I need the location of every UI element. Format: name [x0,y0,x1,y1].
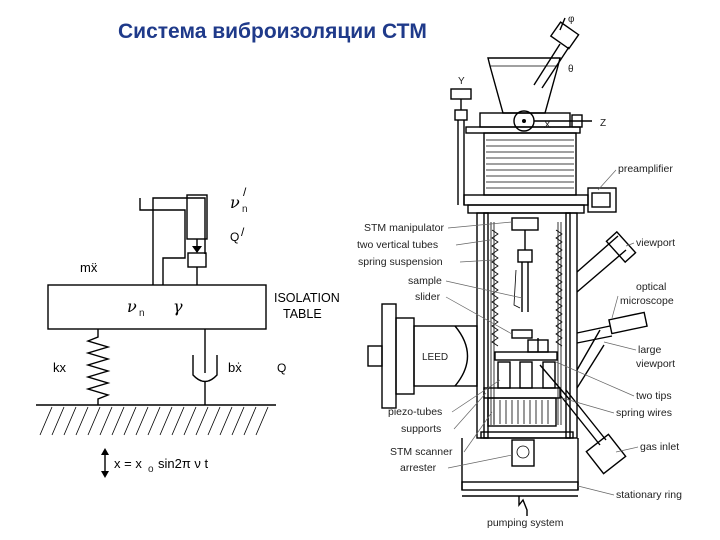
isolation-table-block [47,284,267,330]
callout-preamplifier: preamplifier [618,163,673,175]
isolation-label-line2: TABLE [283,307,322,321]
q-prime-mark: / [241,225,245,239]
callout-microscope: microscope [620,295,674,307]
damper [192,329,218,405]
callout-spring-wires: spring wires [616,407,672,419]
q-label: Q [277,361,286,375]
leed-label: LEED [422,352,448,363]
isolation-model: ν n / Q / mẍ ν n γ ISOLATION TABLE kx bẋ… [36,185,340,478]
nu-prime-mark: / [243,185,247,199]
drive-equation-subscript: o [148,464,154,475]
q-prime-label: Q [230,230,239,244]
callout-slider: slider [415,291,441,303]
axis-y-label: Y [458,76,465,87]
preamplifier [587,187,617,213]
stm-unit-frame [139,194,208,285]
drive-equation-lhs: x = x [114,456,142,471]
drive-equation-rhs: sin2π ν t [158,456,209,471]
callout-spring-suspension: spring suspension [358,256,443,268]
spring-suspension-coils [491,229,563,347]
mass-term-label: mẍ [80,260,98,275]
axis-x-label: X [544,120,551,131]
callout-supports: supports [401,423,441,435]
spring [85,329,111,405]
callout-sample: sample [408,275,442,287]
pumping-system-label: pumping system [487,517,564,529]
callout-piezo-tubes: piezo-tubes [388,406,442,418]
large-viewport-port [576,329,605,389]
damper-term-label: bẋ [228,360,242,375]
callout-gas-inlet: gas inlet [640,441,679,453]
callout-viewport: viewport [636,237,675,249]
page-title: Система виброизоляции СТМ [118,20,427,43]
nu-symbol: ν [127,297,137,316]
viewport-port [576,230,637,293]
ground [36,404,276,436]
gas-inlet [539,364,627,475]
callout-stm-scanner: STM scanner [390,446,453,458]
pumping-base [461,438,579,516]
main-chamber [476,212,578,439]
gamma-symbol: γ [173,297,183,316]
isolation-label-line1: ISOLATION [274,291,340,305]
nu-subscript: n [139,308,145,319]
callout-stm-manipulator: STM manipulator [364,222,444,234]
left-callouts: STM manipulator two vertical tubes sprin… [357,221,523,474]
callout-optical: optical [636,281,666,293]
bellows [463,132,589,214]
axis-theta-label: θ [568,64,574,75]
callout-arrester: arrester [400,462,437,474]
axis-z-label: Z [600,118,606,129]
spring-term-label: kx [53,360,67,375]
callout-two-tips: two tips [636,390,672,402]
right-callouts: preamplifier viewport optical microscope… [555,163,682,501]
ground-motion-arrow [101,448,109,478]
callout-stationary-ring: stationary ring [616,489,682,501]
callout-viewport-large: viewport [636,358,675,370]
callout-large: large [638,344,662,356]
leed-unit [367,303,478,409]
axis-phi-label: φ [568,14,575,25]
manipulator-head [450,17,592,205]
nu-prime-subscript: n [242,204,248,215]
upper-spring-block [186,194,208,240]
stm-chamber-drawing: φ θ Y X Z [367,14,648,529]
callout-two-vertical-tubes: two vertical tubes [357,239,438,251]
nu-prime-symbol: ν [230,193,240,212]
upper-contact-block [187,252,207,268]
